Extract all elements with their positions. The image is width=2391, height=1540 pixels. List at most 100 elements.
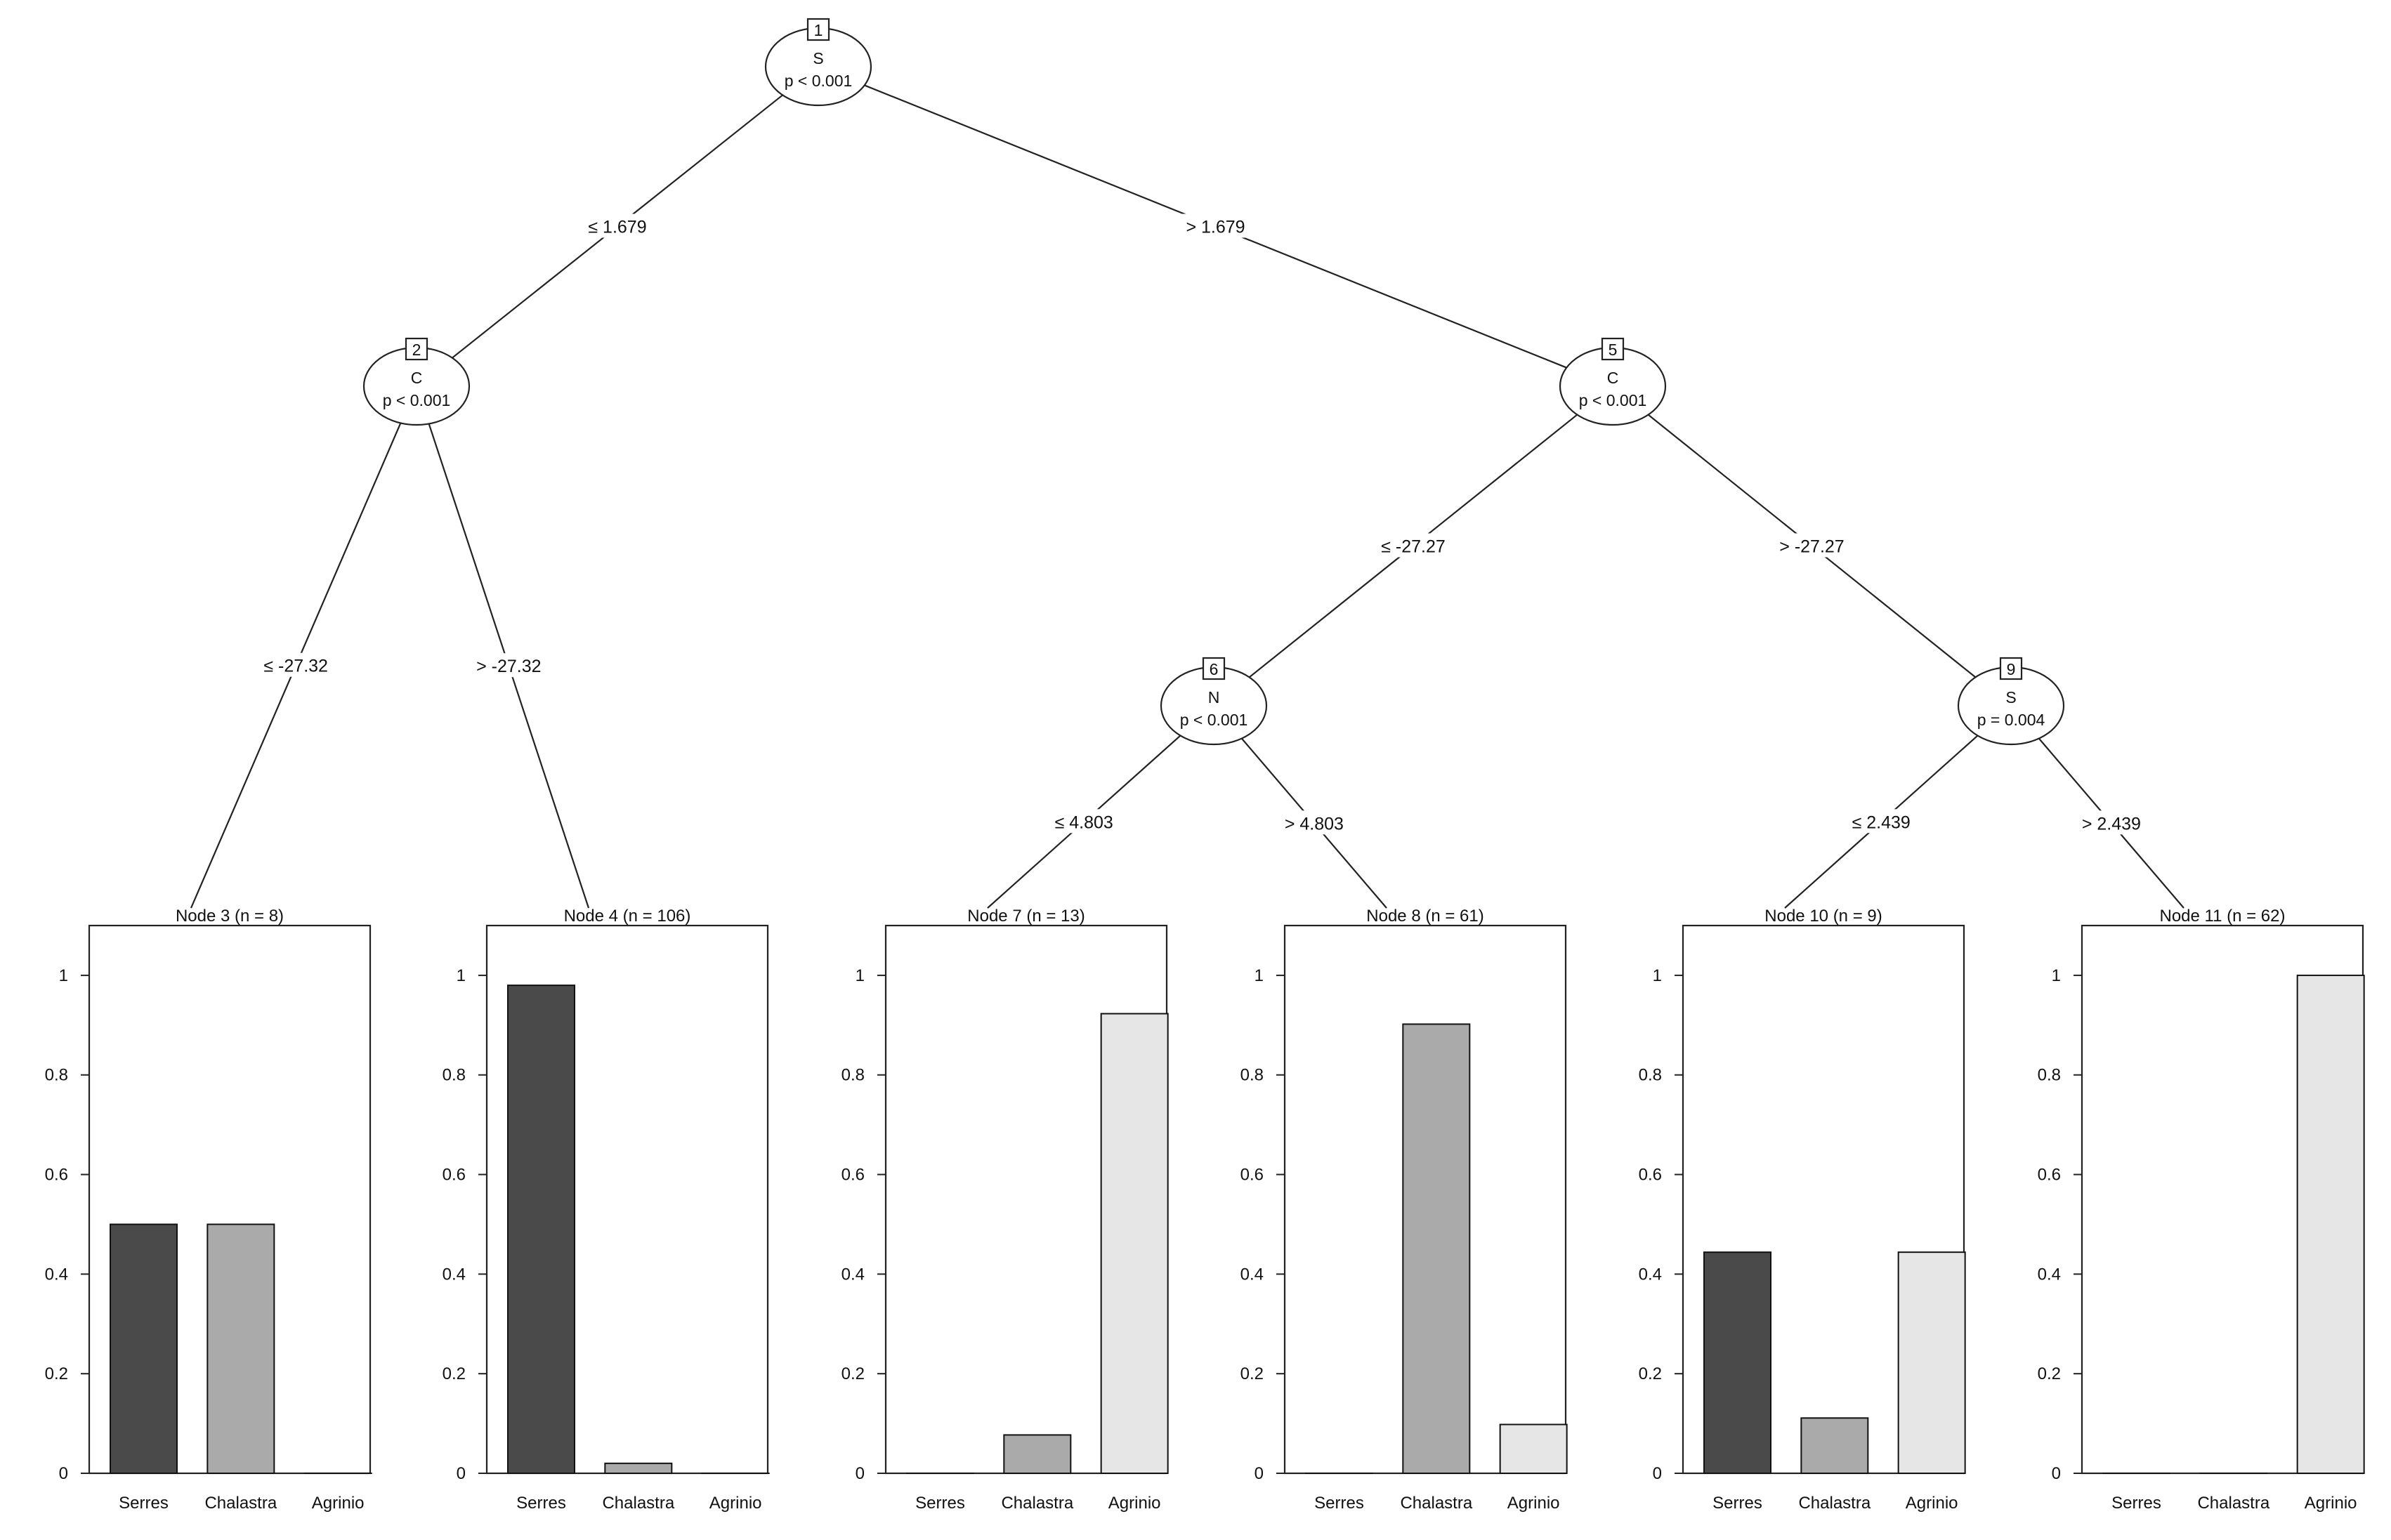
- y-tick-label: 0: [1653, 1464, 1662, 1483]
- bar-chalastra: [207, 1223, 275, 1475]
- y-tick-label: 0.6: [443, 1166, 466, 1185]
- y-tick-label: 1: [2052, 966, 2061, 985]
- y-tick-label: 0.4: [1639, 1265, 1662, 1284]
- y-tick-label: 0: [2052, 1464, 2061, 1483]
- node-variable-2: C: [411, 369, 423, 387]
- edge-label-bg: [1042, 809, 1126, 834]
- x-tick-label-serres: Serres: [1712, 1494, 1762, 1513]
- leaf-title-11: Node 11 (n = 62): [2159, 907, 2285, 926]
- node-id-1: 1: [814, 21, 823, 39]
- x-tick-label-serres: Serres: [915, 1494, 965, 1513]
- node-id-box-9: [1999, 657, 2023, 680]
- edge-label-1-2: ≤ 1.679: [588, 218, 646, 237]
- y-tick-label: 0: [59, 1464, 68, 1483]
- y-tick-label: 0.2: [1240, 1364, 1264, 1383]
- y-tick-label: 0.8: [2038, 1066, 2061, 1085]
- edge-label-6-8: > 4.803: [1285, 814, 1344, 834]
- y-tick-label: 0.4: [45, 1265, 68, 1284]
- node-id-box-5: [1601, 337, 1625, 361]
- node-variable-1: S: [813, 49, 823, 67]
- leaf-title-3: Node 3 (n = 8): [176, 907, 284, 926]
- edge-label-bg: [1839, 809, 1923, 834]
- edge-label-2-3: ≤ -27.32: [263, 657, 328, 676]
- y-tick-label: 0.8: [841, 1066, 865, 1085]
- x-tick-label-serres: Serres: [119, 1494, 169, 1513]
- bar-chalastra: [1003, 1434, 1072, 1475]
- x-tick-label-chalastra: Chalastra: [2197, 1494, 2269, 1513]
- y-tick-label: 1: [856, 966, 865, 985]
- bar-chalastra: [1402, 1023, 1471, 1474]
- y-tick-label: 1: [59, 966, 68, 985]
- x-tick-label-chalastra: Chalastra: [602, 1494, 674, 1513]
- y-tick-label: 0.2: [841, 1364, 865, 1383]
- node-variable-9: S: [2005, 688, 2016, 706]
- leaf-title-8: Node 8 (n = 61): [1366, 907, 1483, 926]
- edge-label-1-5: > 1.679: [1186, 218, 1245, 237]
- leaf-title-7: Node 7 (n = 13): [967, 907, 1085, 926]
- bar-agrinio: [1100, 1013, 1169, 1474]
- bar-agrinio: [2296, 974, 2365, 1474]
- y-tick-label: 0.4: [841, 1265, 865, 1284]
- edge-label-bg: [1366, 533, 1460, 558]
- bar-chalastra: [604, 1462, 673, 1474]
- y-tick-label: 0.4: [1240, 1265, 1264, 1284]
- edge-label-bg: [1764, 533, 1859, 558]
- x-tick-label-chalastra: Chalastra: [1400, 1494, 1472, 1513]
- x-tick-label-agrinio: Agrinio: [709, 1494, 762, 1513]
- y-tick-label: 0.2: [2038, 1364, 2061, 1383]
- x-tick-label-agrinio: Agrinio: [1507, 1494, 1560, 1513]
- bar-chalastra: [1800, 1417, 1869, 1474]
- x-tick-label-serres: Serres: [516, 1494, 566, 1513]
- y-tick-label: 0.8: [1639, 1066, 1662, 1085]
- node-pvalue-6: p < 0.001: [1180, 711, 1248, 729]
- y-tick-label: 0.6: [45, 1166, 68, 1185]
- bar-serres: [110, 1223, 178, 1475]
- y-tick-label: 0: [856, 1464, 865, 1483]
- x-tick-label-agrinio: Agrinio: [312, 1494, 365, 1513]
- node-id-box-1: [806, 18, 830, 41]
- y-tick-label: 0.2: [45, 1364, 68, 1383]
- edge-label-bg: [1174, 213, 1257, 238]
- y-tick-label: 0.6: [2038, 1166, 2061, 1185]
- bar-serres: [507, 985, 575, 1475]
- node-id-2: 2: [412, 341, 421, 359]
- node-pvalue-5: p < 0.001: [1579, 391, 1647, 409]
- edge-label-5-9: > -27.27: [1779, 537, 1844, 557]
- y-tick-label: 0: [457, 1464, 466, 1483]
- edge-label-bg: [249, 652, 343, 677]
- y-tick-label: 0.6: [1240, 1166, 1264, 1185]
- edge-label-bg: [1272, 810, 1356, 835]
- node-id-6: 6: [1210, 660, 1219, 678]
- y-tick-label: 0.4: [443, 1265, 466, 1284]
- x-tick-label-chalastra: Chalastra: [204, 1494, 277, 1513]
- y-tick-label: 1: [1255, 966, 1264, 985]
- y-tick-label: 0.6: [841, 1166, 865, 1185]
- leaf-title-4: Node 4 (n = 106): [564, 907, 691, 926]
- y-tick-label: 0.2: [1639, 1364, 1662, 1383]
- y-tick-label: 0.8: [443, 1066, 466, 1085]
- node-variable-5: C: [1607, 369, 1619, 387]
- x-tick-label-agrinio: Agrinio: [2305, 1494, 2357, 1513]
- leaf-title-10: Node 10 (n = 9): [1764, 907, 1882, 926]
- node-id-9: 9: [2007, 660, 2016, 678]
- bar-serres: [1703, 1251, 1771, 1475]
- x-tick-label-serres: Serres: [2111, 1494, 2161, 1513]
- x-tick-label-agrinio: Agrinio: [1108, 1494, 1161, 1513]
- edge-label-bg: [2069, 810, 2154, 835]
- edge-label-9-11: > 2.439: [2082, 814, 2141, 834]
- y-tick-label: 0.8: [1240, 1066, 1264, 1085]
- node-pvalue-9: p = 0.004: [1977, 711, 2045, 729]
- edge-label-5-6: ≤ -27.27: [1381, 537, 1446, 557]
- y-tick-label: 0.2: [443, 1364, 466, 1383]
- node-id-box-6: [1202, 657, 1226, 680]
- y-tick-label: 0.6: [1639, 1166, 1662, 1185]
- y-tick-label: 0.4: [2038, 1265, 2061, 1284]
- node-pvalue-1: p < 0.001: [785, 72, 853, 90]
- edge-label-6-7: ≤ 4.803: [1055, 812, 1113, 832]
- node-variable-6: N: [1208, 688, 1220, 706]
- node-id-5: 5: [1609, 341, 1618, 359]
- edge-label-bg: [575, 213, 660, 238]
- y-tick-label: 1: [457, 966, 466, 985]
- bar-agrinio: [1499, 1423, 1568, 1474]
